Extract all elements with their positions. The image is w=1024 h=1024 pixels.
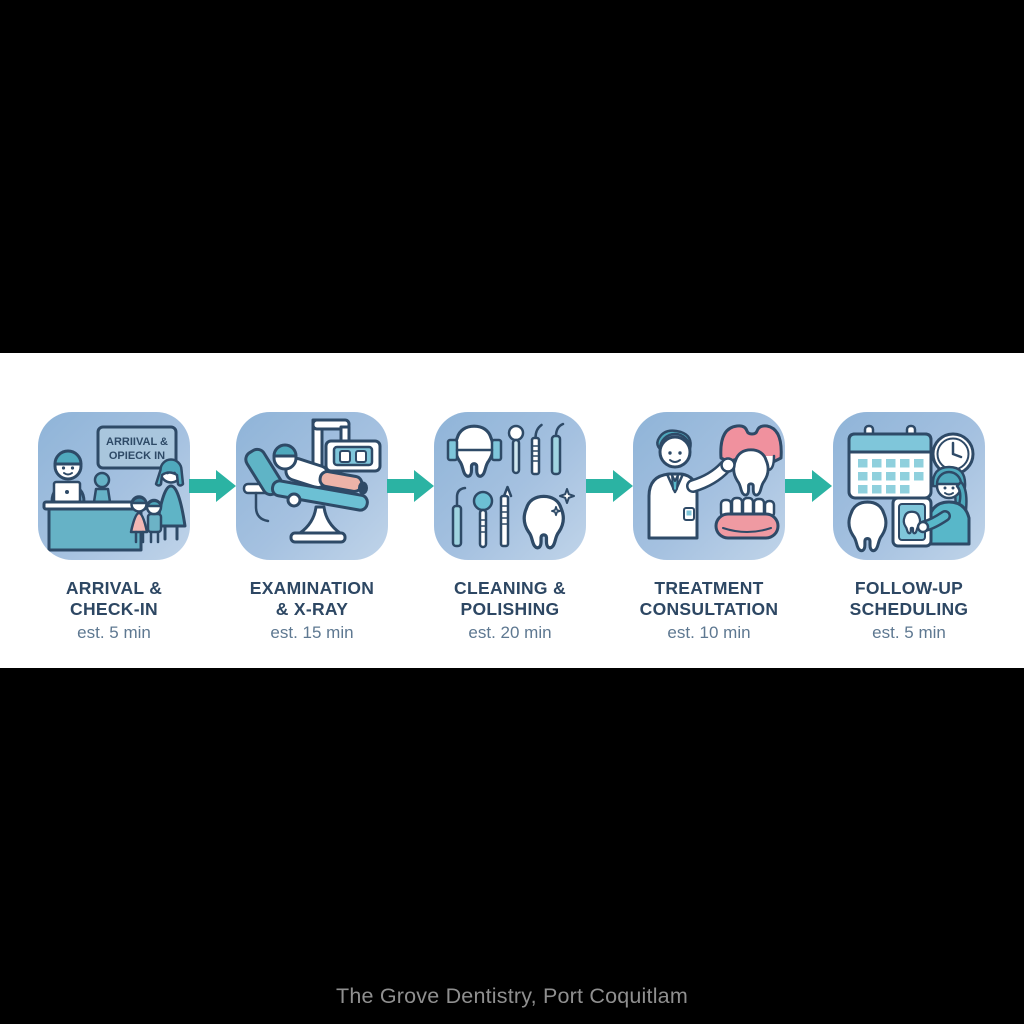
timeline-band: ARRIIVAL & OPIECK IN bbox=[0, 353, 1024, 668]
step-title: EXAMINATION & X-RAY bbox=[249, 578, 375, 619]
flow-arrow-icon bbox=[189, 470, 236, 502]
flow-arrow-icon bbox=[387, 470, 434, 502]
step-title: TREATMENT CONSULTATION bbox=[639, 578, 779, 619]
step-treatment-consultation: TREATMENT CONSULTATION est. 10 min bbox=[609, 412, 809, 643]
step-duration: est. 20 min bbox=[468, 623, 552, 642]
calendar-scheduling-icon bbox=[833, 412, 985, 560]
step-title: FOLLOW-UP SCHEDULING bbox=[849, 578, 969, 619]
step-follow-up-scheduling: FOLLOW-UP SCHEDULING est. 5 min bbox=[809, 412, 1009, 643]
clinic-caption: The Grove Dentistry, Port Coquitlam bbox=[336, 984, 688, 1008]
step-title: CLEANING & POLISHING bbox=[454, 578, 566, 619]
step-title: ARRIVAL & CHECK-IN bbox=[65, 578, 163, 619]
step-duration: est. 5 min bbox=[77, 623, 151, 642]
step-duration: est. 10 min bbox=[667, 623, 751, 642]
dentist-teeth-model-icon bbox=[633, 412, 785, 560]
step-cleaning-polishing: CLEANING & POLISHING est. 20 min bbox=[410, 412, 610, 643]
step-duration: est. 5 min bbox=[872, 623, 946, 642]
step-arrival-check-in: ARRIIVAL & OPIECK IN bbox=[14, 412, 214, 643]
svg-text:OPIECK IN: OPIECK IN bbox=[109, 450, 165, 462]
dental-tools-icon bbox=[434, 412, 586, 560]
flow-arrow-icon bbox=[785, 470, 832, 502]
check-in-sign-text: ARRIIVAL & bbox=[106, 436, 168, 448]
step-duration: est. 15 min bbox=[270, 623, 354, 642]
dental-chair-xray-icon bbox=[236, 412, 388, 560]
step-examination-xray: EXAMINATION & X-RAY est. 15 min bbox=[212, 412, 412, 643]
flow-arrow-icon bbox=[586, 470, 633, 502]
reception-check-in-icon: ARRIIVAL & OPIECK IN bbox=[38, 412, 190, 560]
